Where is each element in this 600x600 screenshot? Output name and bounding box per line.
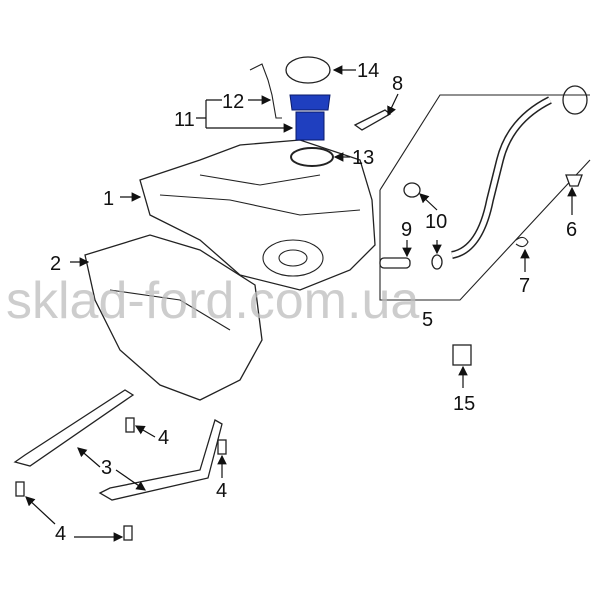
hose-9 bbox=[379, 257, 411, 269]
callout-14: 14 bbox=[357, 60, 379, 82]
callout-10: 10 bbox=[425, 211, 447, 233]
callout-15: 15 bbox=[453, 393, 475, 415]
filler-pipe bbox=[379, 85, 591, 301]
callout-11: 11 bbox=[174, 109, 195, 131]
callout-7: 7 bbox=[519, 275, 530, 297]
callout-8: 8 bbox=[392, 73, 403, 95]
seal-ring bbox=[290, 147, 334, 167]
callout-5: 5 bbox=[422, 309, 433, 331]
part-15 bbox=[452, 344, 472, 366]
clamp-10 bbox=[431, 254, 443, 270]
callout-3: 3 bbox=[101, 457, 112, 479]
part-7 bbox=[515, 236, 529, 248]
clamp-10b bbox=[403, 182, 421, 198]
part-8 bbox=[353, 109, 392, 131]
callout-2: 2 bbox=[50, 253, 61, 275]
heat-shield bbox=[84, 234, 263, 401]
callout-4a: 4 bbox=[158, 427, 169, 449]
tank-straps bbox=[13, 389, 223, 501]
fuel-level-sender bbox=[249, 63, 282, 119]
callout-leaders bbox=[25, 65, 577, 542]
watermark: sklad-ford.com.ua bbox=[6, 272, 419, 330]
callout-9: 9 bbox=[401, 219, 412, 241]
callout-12: 12 bbox=[222, 91, 244, 113]
callout-1: 1 bbox=[103, 188, 114, 210]
callout-4c: 4 bbox=[55, 523, 66, 545]
bolts bbox=[15, 417, 227, 541]
callout-13: 13 bbox=[352, 147, 374, 169]
fuel-tank bbox=[139, 139, 376, 291]
callout-6: 6 bbox=[566, 219, 577, 241]
fuel-pump-module bbox=[289, 94, 331, 141]
lock-ring bbox=[285, 56, 331, 84]
part-6 bbox=[565, 174, 583, 187]
callout-4b: 4 bbox=[216, 480, 227, 502]
